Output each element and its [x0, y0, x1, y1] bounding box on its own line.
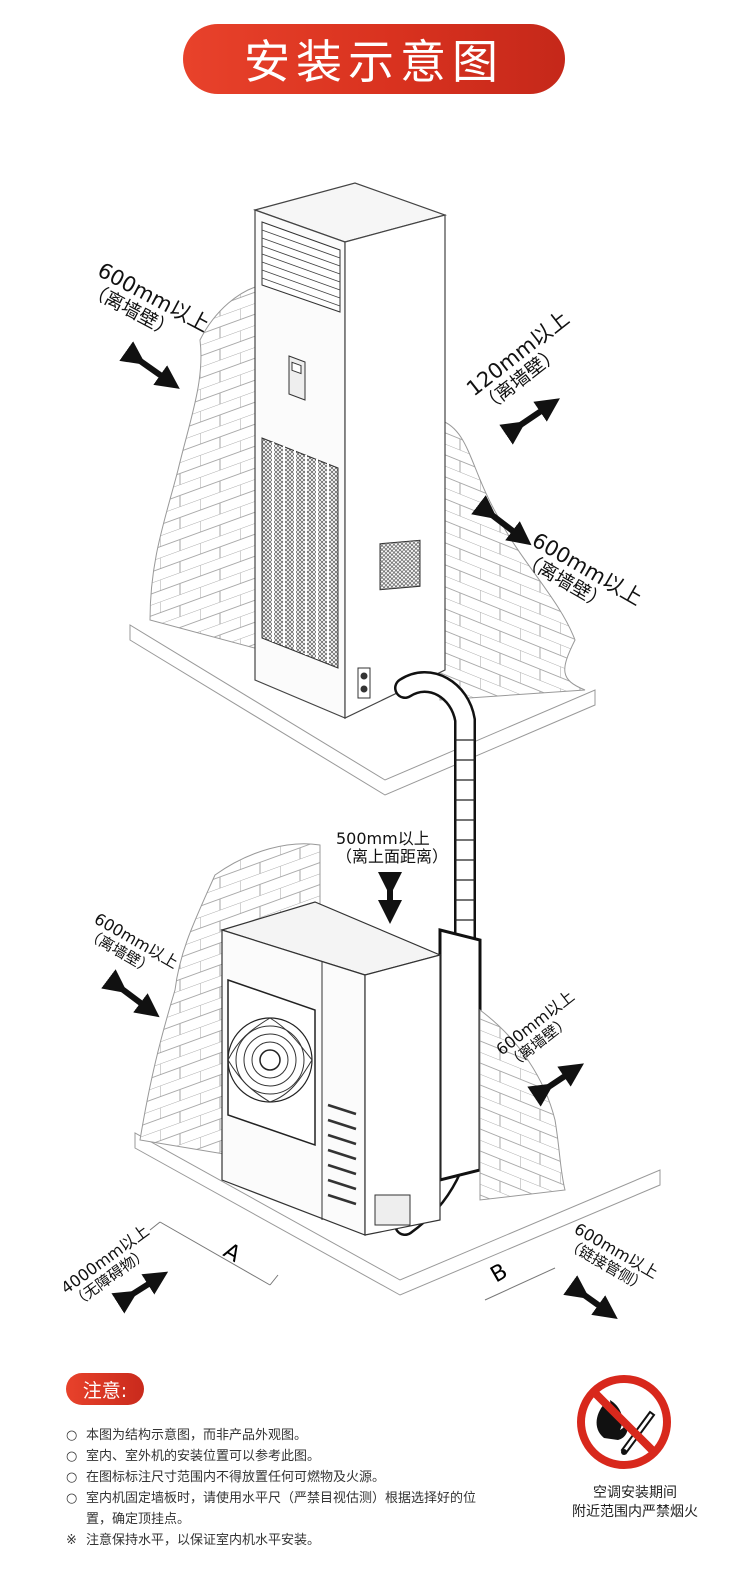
warning-line-2: 附近范围内严禁烟火: [572, 1504, 698, 1520]
clearance-note: （离上面距离）: [336, 847, 449, 867]
double-arrow-icon: [119, 341, 180, 389]
notice-item: ○ 在图标标注尺寸范围内不得放置任何可燃物及火源。: [66, 1467, 486, 1488]
notice-list: ○ 本图为结构示意图，而非产品外观图。 ○ 室内、室外机的安装位置可以参考此图。…: [66, 1425, 486, 1551]
double-arrow-icon: [563, 1275, 618, 1319]
outdoor-floor: [134, 1132, 661, 1296]
page-title: 安装示意图: [244, 35, 504, 89]
notice-text: 室内机固定墙板时，请使用水平尺（严禁目视估测）根据选择好的位置，确定顶挂点。: [86, 1491, 477, 1527]
notice-item: ○ 本图为结构示意图，而非产品外观图。: [66, 1425, 486, 1446]
notice-heading: 注意:: [66, 1373, 144, 1405]
indoor-floor: [129, 624, 596, 796]
top-louvre: [261, 221, 341, 313]
bullet-icon: ○: [66, 1470, 78, 1485]
title-banner: 安装示意图: [183, 24, 565, 94]
bullet-icon: ○: [66, 1491, 78, 1506]
control-panel: [288, 355, 306, 401]
indoor-right-wall: [439, 419, 586, 701]
warning-caption: 空调安装期间 附近范围内严禁烟火: [560, 1484, 710, 1522]
clearance-value: 500mm以上: [336, 829, 430, 848]
pipe-ports: [357, 667, 371, 699]
double-arrow-icon: [101, 969, 160, 1018]
fan-guard: [227, 978, 316, 1147]
label-outdoor-top: 500mm以上 （离上面距离）: [336, 829, 449, 867]
side-slots: [327, 1103, 357, 1206]
notice-text: 本图为结构示意图，而非产品外观图。: [86, 1428, 308, 1443]
notice-item: ○ 室内、室外机的安装位置可以参考此图。: [66, 1446, 486, 1467]
indoor-left-wall: [149, 284, 263, 651]
notice-item: ※ 注意保持水平，以保证室内机水平安装。: [66, 1530, 486, 1551]
outdoor-right-wall: [438, 928, 566, 1201]
notice-text: 在图标标注尺寸范围内不得放置任何可燃物及火源。: [86, 1470, 386, 1485]
side-vent: [379, 539, 421, 591]
double-arrow-icon: [527, 1063, 584, 1107]
notice-heading-text: 注意:: [82, 1379, 128, 1402]
lower-grille: [261, 437, 339, 669]
dimension-a: A: [219, 1239, 245, 1268]
notice-text: 室内、室外机的安装位置可以参考此图。: [86, 1449, 321, 1464]
bullet-icon: ※: [66, 1533, 77, 1548]
bullet-icon: ○: [66, 1428, 78, 1443]
clearance-arrows: [101, 341, 618, 1319]
no-fire-icon: [577, 1375, 671, 1469]
notice-item: ○ 室内机固定墙板时，请使用水平尺（严禁目视估测）根据选择好的位置，确定顶挂点。: [66, 1488, 486, 1530]
notice-text: 注意保持水平，以保证室内机水平安装。: [86, 1533, 321, 1548]
indoor-unit: [252, 182, 448, 719]
dimension-b: B: [487, 1259, 513, 1288]
double-arrow-icon: [471, 495, 532, 546]
valve-box: [374, 1194, 411, 1226]
double-arrow-icon: [111, 1271, 169, 1314]
dimension-lines: [149, 1221, 556, 1301]
double-arrow-icon: [499, 398, 560, 445]
outdoor-unit: [219, 901, 442, 1236]
warning-line-1: 空调安装期间: [593, 1485, 677, 1501]
bullet-icon: ○: [66, 1449, 78, 1464]
